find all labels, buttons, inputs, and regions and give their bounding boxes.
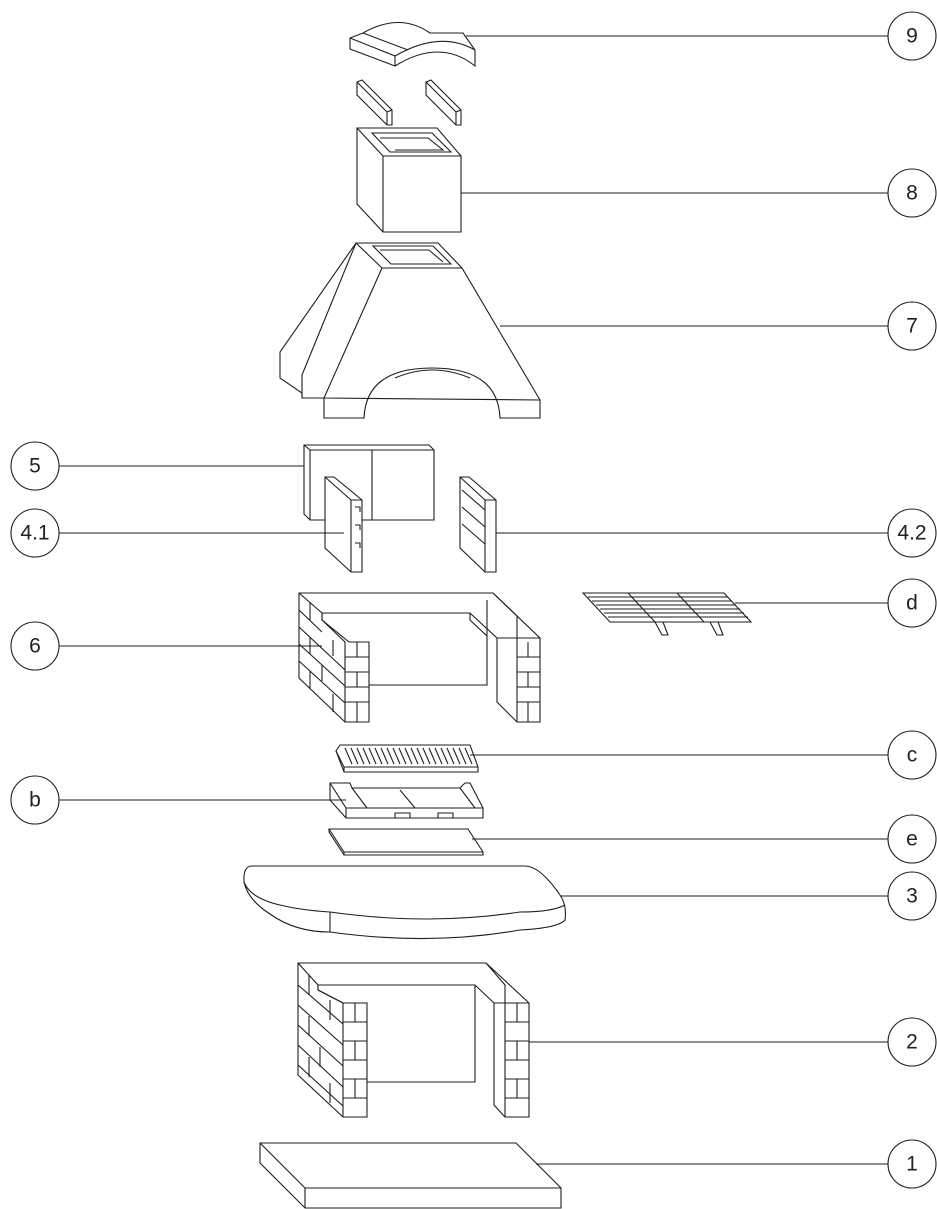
part-9-chimney-cap: [349, 22, 476, 68]
callout-label-1: 1: [906, 1153, 918, 1176]
callout-leaders: [59, 35, 888, 1165]
part-4-1-side-panel: [324, 476, 363, 573]
callout-badge-5: 5: [10, 441, 60, 491]
callout-badge-d: d: [887, 578, 937, 628]
callout-badge-8: 8: [887, 168, 937, 218]
callout-badge-9: 9: [887, 11, 937, 61]
callout-label-6: 6: [29, 635, 41, 658]
callout-label-9: 9: [906, 25, 918, 48]
callout-label-c: c: [907, 744, 918, 767]
part-6-upper-frame: [298, 592, 541, 723]
part-7-hood: [279, 242, 541, 419]
callout-label-e: e: [906, 828, 918, 851]
part-2-lower-frame: [297, 962, 530, 1118]
callout-badge-3: 3: [887, 871, 937, 921]
callout-label-7: 7: [906, 315, 918, 338]
callout-label-b: b: [29, 789, 41, 812]
part-d-grill-rack: [581, 592, 753, 636]
callout-label-2: 2: [906, 1031, 918, 1054]
callout-label-d: d: [906, 592, 918, 615]
part-c-fire-grate: [335, 744, 479, 773]
part-4-2-side-panel: [459, 476, 497, 573]
part-1-base-slab: [259, 1142, 562, 1209]
callout-badge-2: 2: [887, 1017, 937, 1067]
callout-badge-b: b: [10, 775, 60, 825]
callout-label-3: 3: [906, 885, 918, 908]
callout-badge-6: 6: [10, 621, 60, 671]
callout-label-4-1: 4.1: [20, 522, 49, 545]
callout-label-4-2: 4.2: [897, 522, 926, 545]
callout-label-8: 8: [906, 182, 918, 205]
spacer-blocks: [356, 79, 462, 126]
callout-badge-4-2: 4.2: [887, 508, 937, 558]
part-e-plate: [328, 828, 484, 856]
part-3-counter-slab: [243, 865, 566, 940]
part-8-chimney-box: [356, 127, 462, 233]
callout-badge-7: 7: [887, 301, 937, 351]
part-5-back-panel: [303, 444, 435, 521]
callout-label-5: 5: [29, 455, 41, 478]
callout-badge-1: 1: [887, 1139, 937, 1189]
callout-badge-e: e: [887, 814, 937, 864]
part-b-ash-tray: [329, 782, 484, 819]
callout-badge-c: c: [887, 730, 937, 780]
callout-badge-4-1: 4.1: [10, 508, 60, 558]
